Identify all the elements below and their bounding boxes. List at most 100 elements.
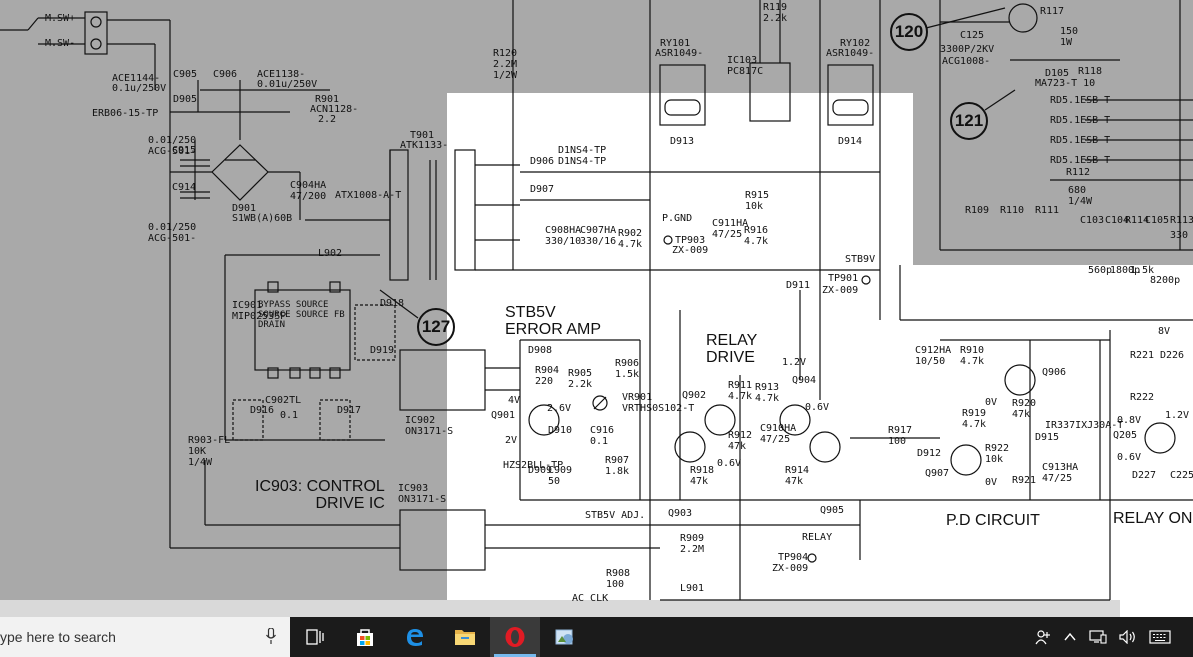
volume-icon[interactable] — [1119, 630, 1137, 644]
callout-120: 120 — [890, 13, 928, 51]
label-asr1049-b: ASR1049- — [826, 48, 875, 59]
label-c907: C907HA 330/16 — [580, 225, 617, 247]
store-icon — [357, 629, 373, 646]
label-r0-1: 0.1 — [280, 410, 299, 421]
label-c915: C915 — [172, 145, 197, 156]
title-stb5v-error-amp: STB5V ERROR AMP — [505, 304, 602, 338]
label-ic103: IC103 PC817C — [727, 55, 764, 77]
label-r113-value: 330 — [1170, 230, 1189, 241]
label-tp903: TP903 — [675, 235, 706, 246]
label-r904: R904 220 — [535, 365, 560, 387]
label-r907: R907 1.8k — [605, 455, 630, 477]
label-erb06: ERB06-15-TP — [92, 108, 159, 119]
label-c225: C225 — [1170, 470, 1193, 481]
label-ace1138-value: 0.01u/250V — [257, 79, 318, 90]
label-c104-value: 560p — [1088, 265, 1113, 276]
label-ic902: IC902 ON3171-S — [405, 415, 454, 437]
label-1-2v: 1.2V — [782, 357, 807, 368]
network-icon[interactable] — [1089, 630, 1107, 644]
search-box[interactable]: ype here to search — [0, 617, 290, 657]
label-q904: Q904 — [792, 375, 817, 386]
label-acg501-b: 0.01/250 ACG-501- — [148, 222, 197, 244]
label-rd51-a: RD5.1ESB-T — [1050, 95, 1111, 106]
label-ry102: RY102 — [840, 38, 871, 49]
label-s1wb: S1WB(A)60B — [232, 213, 293, 224]
label-acg501-a: 0.01/250 ACG-501- — [148, 135, 197, 157]
label-c905: C905 — [173, 69, 198, 80]
label-1-2v-b: 1.2V — [1165, 410, 1190, 421]
search-placeholder: ype here to search — [0, 629, 116, 645]
label-atk1133: ATK1133- — [400, 140, 449, 151]
label-r221: R221 — [1130, 350, 1155, 361]
title-relay-drive: RELAY DRIVE — [706, 332, 758, 366]
label-r919: R919 4.7k — [962, 408, 987, 430]
label-d910: D910 — [548, 425, 573, 436]
label-0-6v-b: 0.6V — [717, 458, 742, 469]
label-ry101: RY101 — [660, 38, 691, 49]
label-stb9v: STB9V — [845, 254, 876, 265]
keyboard-icon[interactable] — [1149, 630, 1171, 644]
label-q905: Q905 — [820, 505, 845, 516]
label-ic901: IC901 MIP0253SP — [232, 300, 287, 322]
label-ace1144-value: 0.1u/250V — [112, 83, 167, 94]
label-d1ns4-tp-b: D1NS4-TP — [558, 156, 607, 167]
label-r918: R918 47k — [690, 465, 715, 487]
edge-icon — [407, 629, 423, 646]
label-q906: Q906 — [1042, 367, 1067, 378]
file-explorer-button[interactable] — [440, 617, 490, 657]
schematic-diagram — [0, 0, 1193, 617]
label-c912: C912HA 10/50 — [915, 345, 952, 367]
label-r118: R118 — [1078, 66, 1103, 77]
label-d911: D911 — [786, 280, 811, 291]
label-relay: RELAY — [802, 532, 833, 543]
label-ma723: MA723-T 10 — [1035, 78, 1096, 89]
label-r117: R117 — [1040, 6, 1065, 17]
label-ace1144: ACE1144- — [112, 73, 161, 84]
label-r915: R915 10k — [745, 190, 770, 212]
label-c913: C913HA 47/25 — [1042, 462, 1079, 484]
label-d908: D908 — [528, 345, 553, 356]
taskbar: ype here to search — [0, 617, 1193, 657]
label-r113: R113 — [1170, 215, 1193, 226]
system-tray — [1035, 617, 1193, 657]
store-button[interactable] — [340, 617, 390, 657]
label-c103: C103 — [1080, 215, 1105, 226]
chevron-up-icon[interactable] — [1063, 630, 1077, 644]
label-zx009-c: ZX-009 — [772, 563, 809, 574]
label-ir337: IR337IXJ30A-T — [1045, 420, 1124, 431]
opera-button[interactable] — [490, 617, 540, 657]
label-q903: Q903 — [668, 508, 693, 519]
label-d918: D918 — [380, 298, 405, 309]
photo-viewer-icon — [555, 629, 573, 645]
edge-button[interactable] — [390, 617, 440, 657]
label-r114-value: 1.5k — [1130, 265, 1155, 276]
label-rd51-d: RD5.1ESB-T — [1050, 155, 1111, 166]
microphone-icon[interactable] — [266, 628, 276, 644]
label-atx1008: ATX1008-A-T — [335, 190, 402, 201]
task-view-button[interactable] — [290, 617, 340, 657]
label-q902: Q902 — [682, 390, 707, 401]
label-2-6v: 2.6V — [547, 403, 572, 414]
label-d909: D909 — [528, 465, 553, 476]
label-tp904: TP904 — [778, 552, 809, 563]
label-c904: C904HA 47/200 — [290, 180, 327, 202]
label-r222: R222 — [1130, 392, 1155, 403]
label-r120: R120 2.2M 1/2W — [493, 48, 518, 81]
label-c103-value: 1800p — [1110, 265, 1141, 276]
label-q901: Q901 — [491, 410, 516, 421]
label-l901: L901 — [680, 583, 705, 594]
label-t901: T901 — [410, 130, 435, 141]
label-ac-clk: AC CLK — [572, 593, 609, 604]
label-c911: C911HA 47/25 — [712, 218, 749, 240]
label-0v-a: 0V — [985, 397, 998, 408]
label-c902: C902TL — [265, 395, 302, 406]
label-d919: D919 — [370, 345, 395, 356]
people-icon[interactable] — [1035, 629, 1051, 645]
label-msw-plus: M.SW+ — [45, 13, 76, 24]
label-rd51-c: RD5.1ESB-T — [1050, 135, 1111, 146]
label-hzs2bll: HZS2BLL-TP — [503, 460, 564, 471]
task-view-icon — [306, 629, 324, 645]
label-l902: L902 — [318, 248, 343, 259]
photo-viewer-button[interactable] — [540, 617, 590, 657]
label-8v: 8V — [1158, 326, 1171, 337]
